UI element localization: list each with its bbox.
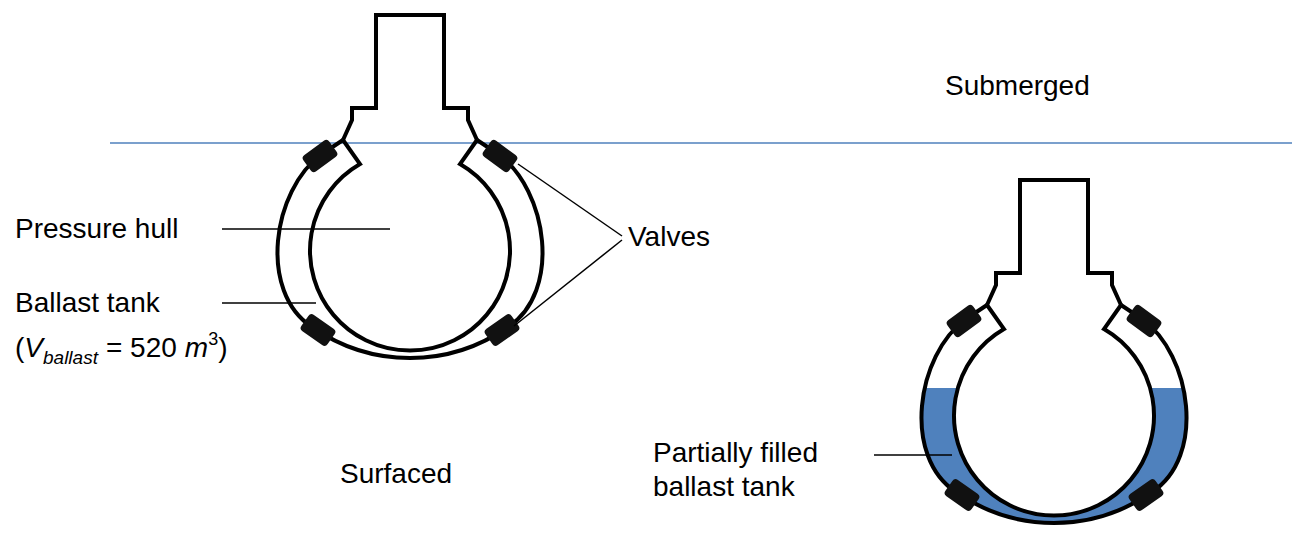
formula-symbol: V (24, 332, 43, 364)
formula-bracket: ( (15, 332, 24, 364)
part-label: Pressure hull (15, 211, 178, 246)
part-label: Ballast tank (15, 285, 160, 320)
submerged-submarine (921, 180, 1186, 523)
formula-exponent: 3 (208, 329, 218, 350)
formula-value: = 520 (106, 332, 177, 364)
water-line (110, 142, 1292, 144)
formula-label: (Vballast= 520m3) (15, 332, 227, 364)
formula-unit: m (185, 332, 208, 364)
state-label: Submerged (945, 68, 1090, 103)
part-label: Partially filled ballast tank (653, 436, 878, 503)
part-label: Valves (628, 219, 710, 254)
formula-bracket: ) (218, 332, 227, 364)
state-label: Surfaced (340, 456, 452, 491)
leader-lines (222, 164, 952, 455)
formula-subscript: ballast (43, 347, 98, 369)
surfaced-submarine (277, 15, 542, 358)
